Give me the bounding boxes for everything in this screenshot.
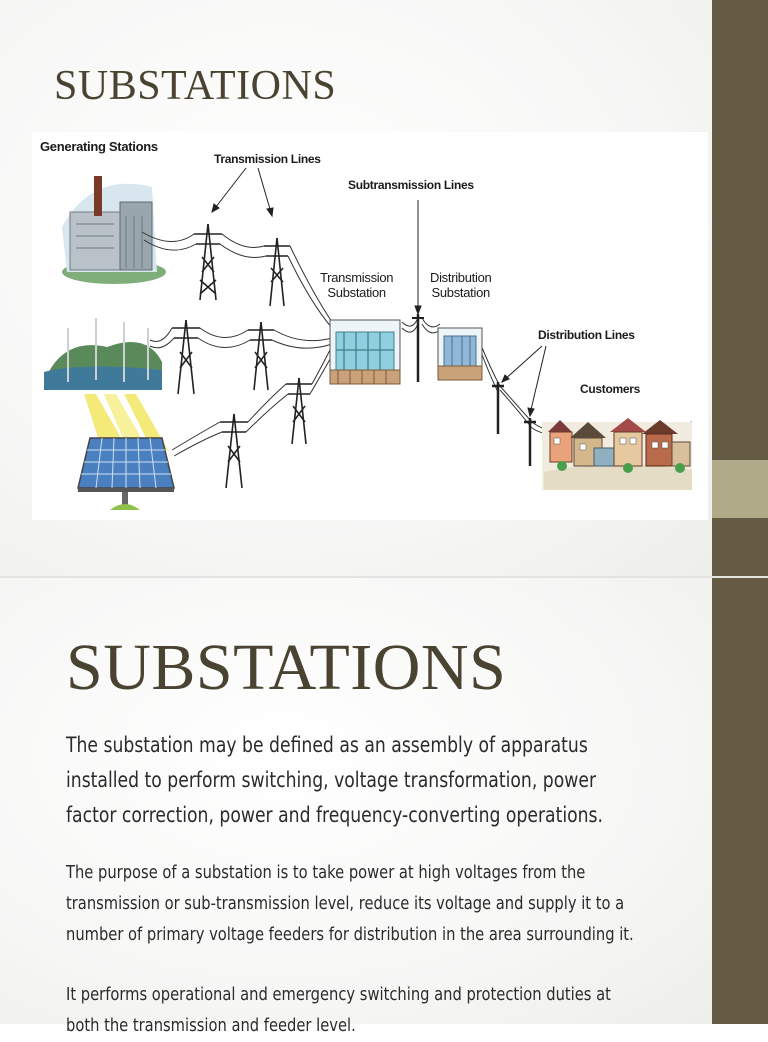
tower-5 — [286, 377, 312, 445]
slide-1-side-accent — [712, 460, 768, 518]
tower-4 — [248, 321, 274, 391]
generating-station-illustration — [62, 176, 166, 284]
distribution-substation-illustration — [437, 327, 483, 381]
label-transmission-substation: Transmission Substation — [320, 270, 394, 300]
diagram-illustration — [44, 167, 693, 510]
purpose-paragraph: The purpose of a substation is to take p… — [66, 863, 634, 945]
label-subtransmission-lines: Subtransmission Lines — [348, 178, 474, 192]
label-transmission-lines: Transmission Lines — [214, 152, 321, 166]
customers-houses-illustration — [542, 418, 692, 490]
label-customers: Customers — [580, 382, 640, 396]
tower-3 — [172, 319, 200, 395]
tower-1 — [194, 223, 222, 301]
label-arrows — [211, 167, 547, 418]
definition-paragraph: The substation may be defined as an asse… — [66, 733, 604, 827]
tower-6 — [220, 413, 248, 489]
label-generating-stations: Generating Stations — [40, 139, 158, 154]
solar-plant-illustration — [77, 394, 175, 510]
slide-2-side-band — [712, 578, 768, 1024]
distribution-poles — [492, 382, 536, 466]
duties-paragraph: It performs operational and emergency sw… — [66, 985, 611, 1036]
slide-title: SUBSTATIONS — [66, 631, 507, 704]
power-system-diagram: Generating Stations Transmission Lines S… — [32, 132, 708, 520]
slide-divider — [0, 576, 768, 578]
slide-title: SUBSTATIONS — [54, 63, 337, 109]
slide-1: SUBSTATIONS — [0, 0, 712, 576]
slide-2 — [0, 578, 712, 1024]
wind-farm-illustration — [44, 297, 162, 390]
tower-2 — [264, 237, 290, 307]
label-distribution-lines: Distribution Lines — [538, 328, 635, 342]
label-distribution-substation: Distribution Substation — [430, 270, 492, 300]
transmission-substation-illustration — [329, 314, 424, 385]
transmission-towers — [172, 223, 312, 489]
